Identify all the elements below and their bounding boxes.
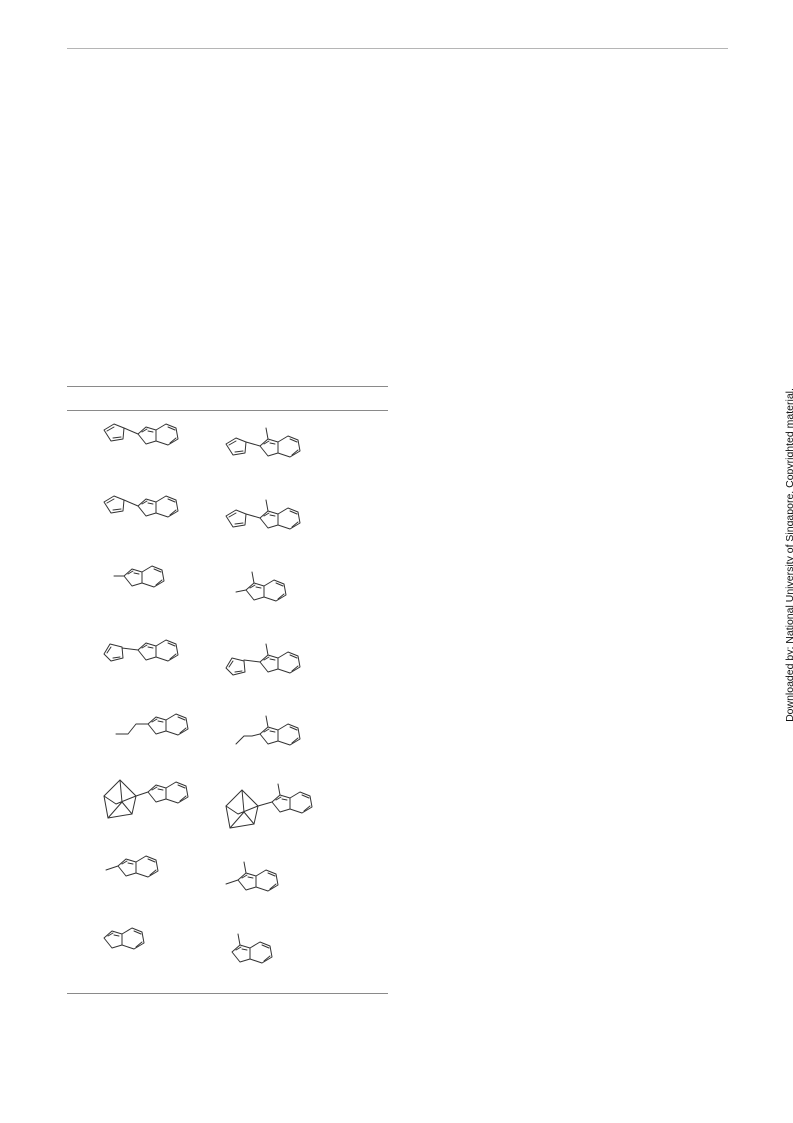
structure-left-row4	[103, 639, 179, 662]
table-bottom-rule	[67, 993, 388, 994]
structure-right-row8	[231, 933, 273, 964]
structure-left-row6	[103, 779, 189, 819]
table-top-rule	[67, 386, 388, 387]
table-header-rule	[67, 410, 388, 411]
download-watermark: Downloaded by: National University of Si…	[784, 388, 793, 722]
structure-left-row7	[105, 855, 159, 878]
structure-right-row2	[225, 499, 301, 530]
structure-right-row4	[225, 643, 301, 676]
structure-left-row1	[103, 423, 179, 446]
structure-right-row6	[225, 783, 313, 829]
structure-right-row7	[225, 861, 279, 892]
structure-right-row1	[225, 427, 301, 458]
structure-left-row2	[103, 495, 179, 518]
structure-left-row3	[113, 565, 165, 588]
page-header-rule	[67, 48, 728, 49]
structure-right-row3	[235, 571, 287, 602]
structure-left-row5	[115, 713, 189, 736]
structure-right-row5	[235, 715, 301, 746]
structure-left-row8	[103, 927, 145, 950]
